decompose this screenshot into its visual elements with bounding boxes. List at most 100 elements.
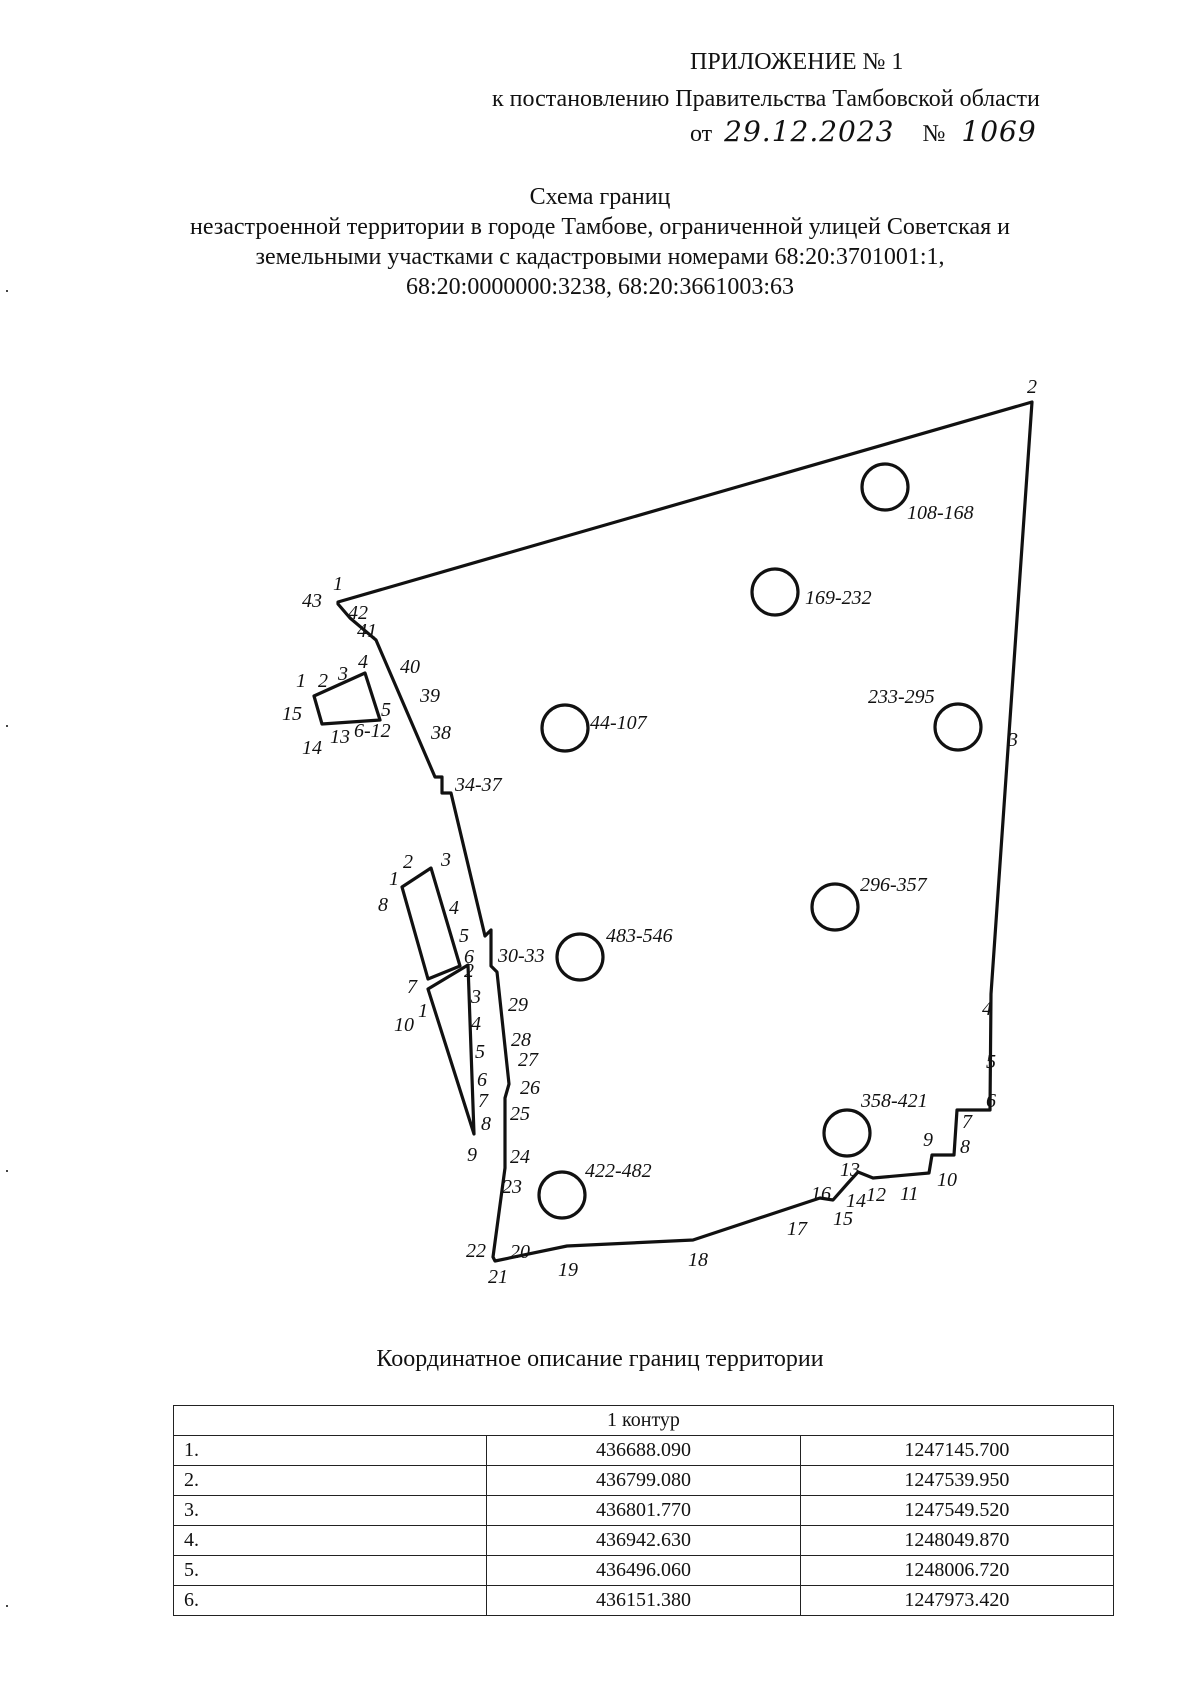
circle-marker-44-107 bbox=[540, 703, 590, 753]
parcel-c-point-label: 8 bbox=[481, 1113, 491, 1135]
circle-marker-483-546 bbox=[555, 932, 605, 982]
circle-label: 44-107 bbox=[590, 712, 648, 734]
row-number: 2. bbox=[172, 1465, 488, 1496]
point-label: 39 bbox=[419, 685, 440, 707]
point-label: 17 bbox=[787, 1218, 808, 1240]
scheme-title-line3: земельными участками с кадастровыми номе… bbox=[255, 244, 945, 270]
coord-x: 436799.080 bbox=[486, 1465, 801, 1496]
point-label: 29 bbox=[508, 994, 528, 1016]
outer-boundary bbox=[336, 400, 1034, 1263]
row-number: 5. bbox=[172, 1555, 488, 1586]
scan-speck bbox=[6, 1170, 8, 1172]
point-label: 43 bbox=[302, 590, 322, 612]
point-label: 27 bbox=[518, 1049, 539, 1071]
parcel-b-point-label: 6 bbox=[464, 946, 474, 968]
coord-y: 1247145.700 bbox=[799, 1435, 1115, 1466]
coord-x: 436688.090 bbox=[486, 1435, 801, 1466]
scan-speck bbox=[6, 725, 8, 727]
scan-speck bbox=[6, 1605, 8, 1607]
scheme-title-line4: 68:20:0000000:3238, 68:20:3661003:63 bbox=[405, 274, 794, 300]
row-number: 6. bbox=[172, 1585, 488, 1616]
parcel-a-point-label: 15 bbox=[282, 703, 302, 725]
point-label: 12 bbox=[866, 1184, 886, 1206]
coord-y: 1247549.520 bbox=[799, 1495, 1115, 1526]
appendix-subtitle: к постановлению Правительства Тамбовской… bbox=[492, 86, 1040, 112]
circle-marker-358-421 bbox=[822, 1108, 872, 1158]
point-label: 19 bbox=[558, 1259, 578, 1281]
point-label: 5 bbox=[986, 1051, 996, 1073]
point-label: 9 bbox=[923, 1129, 933, 1151]
circle-marker-296-357 bbox=[810, 882, 860, 932]
circle-label: 108-168 bbox=[907, 502, 974, 524]
scan-speck bbox=[6, 290, 8, 292]
parcel-a-point-label: 6-12 bbox=[354, 720, 391, 742]
circle-label: 483-546 bbox=[606, 925, 673, 947]
row-number: 1. bbox=[172, 1435, 488, 1466]
point-label: 41 bbox=[357, 620, 377, 642]
row-number: 4. bbox=[172, 1525, 488, 1556]
parcel-c-point-label: 9 bbox=[467, 1144, 477, 1166]
handwritten-date: 29.12.2023 bbox=[724, 115, 895, 148]
circle-label: 422-482 bbox=[585, 1160, 652, 1182]
point-label: 4 bbox=[982, 998, 992, 1020]
point-label: 42 bbox=[348, 602, 368, 624]
circle-label: 169-232 bbox=[805, 587, 872, 609]
circle-marker-169-232 bbox=[750, 567, 800, 617]
parcel-c-point-label: 10 bbox=[394, 1014, 414, 1036]
point-label: 18 bbox=[688, 1249, 708, 1271]
scheme-title: Схема границ незастроенной территории в … bbox=[0, 182, 1200, 302]
point-label: 16 bbox=[811, 1183, 831, 1205]
table-row: 2. 436799.080 1247539.950 bbox=[172, 1465, 1115, 1496]
coord-y: 1247539.950 bbox=[799, 1465, 1115, 1496]
parcel-c-point-label: 1 bbox=[418, 1000, 428, 1022]
parcel-c-point-label: 3 bbox=[470, 986, 481, 1008]
table-row: 1. 436688.090 1247145.700 bbox=[172, 1435, 1115, 1466]
handwritten-number: 1069 bbox=[961, 115, 1037, 148]
contour-header: 1 контур bbox=[173, 1405, 1114, 1436]
point-label: 13 bbox=[840, 1159, 860, 1181]
appendix-date-line: от 29.12.2023 № 1069 bbox=[690, 115, 1037, 148]
table-title: Координатное описание границ территории bbox=[376, 1346, 824, 1372]
date-prefix: от bbox=[690, 121, 713, 147]
circle-label: 358-421 bbox=[860, 1090, 928, 1112]
table-row: 5. 436496.060 1248006.720 bbox=[172, 1555, 1115, 1586]
parcel-b-point-label: 4 bbox=[449, 897, 459, 919]
point-label: 10 bbox=[937, 1169, 957, 1191]
parcel-b-point-label: 7 bbox=[407, 976, 418, 998]
point-label: 22 bbox=[466, 1240, 486, 1262]
point-label: 6 bbox=[986, 1090, 996, 1112]
coord-y: 1247973.420 bbox=[799, 1585, 1115, 1616]
parcel-b-point-label: 1 bbox=[389, 868, 399, 890]
point-label: 11 bbox=[900, 1183, 919, 1205]
parcel-b-point-label: 2 bbox=[403, 851, 413, 873]
inner-parcel-a bbox=[312, 671, 382, 726]
territory-boundary-scheme: 1 2 3 4 5 6 7 8 9 10 11 12 13 14 15 16 1… bbox=[282, 376, 1037, 1288]
table-row: 6. 436151.380 1247973.420 bbox=[172, 1585, 1115, 1616]
circle-marker-108-168 bbox=[860, 462, 910, 512]
appendix-title: ПРИЛОЖЕНИЕ № 1 bbox=[690, 49, 904, 75]
parcel-c-point-label: 5 bbox=[475, 1041, 485, 1063]
parcel-a-point-label: 4 bbox=[358, 651, 368, 673]
table-row: 4. 436942.630 1248049.870 bbox=[172, 1525, 1115, 1556]
point-label: 2 bbox=[1027, 376, 1037, 398]
number-prefix: № bbox=[922, 121, 946, 147]
inner-parcel-b bbox=[400, 866, 462, 981]
point-label: 26 bbox=[520, 1077, 540, 1099]
point-label: 14 bbox=[846, 1190, 866, 1212]
point-label: 15 bbox=[833, 1208, 853, 1230]
parcel-b-point-label: 8 bbox=[378, 894, 388, 916]
parcel-a-point-label: 3 bbox=[337, 663, 348, 685]
point-label: 38 bbox=[430, 722, 451, 744]
circle-marker-233-295 bbox=[933, 702, 983, 752]
parcel-c-point-label: 4 bbox=[471, 1013, 481, 1035]
parcel-b-point-label: 3 bbox=[440, 849, 451, 871]
point-label: 3 bbox=[1007, 729, 1018, 751]
circle-label: 233-295 bbox=[868, 686, 935, 708]
table-header-row: 1 контур bbox=[173, 1405, 1114, 1436]
coord-y: 1248006.720 bbox=[799, 1555, 1115, 1586]
coord-x: 436496.060 bbox=[486, 1555, 801, 1586]
coord-x: 436942.630 bbox=[486, 1525, 801, 1556]
parcel-a-point-label: 2 bbox=[318, 670, 328, 692]
point-label: 8 bbox=[960, 1136, 970, 1158]
parcel-c-point-label: 6 bbox=[477, 1069, 487, 1091]
